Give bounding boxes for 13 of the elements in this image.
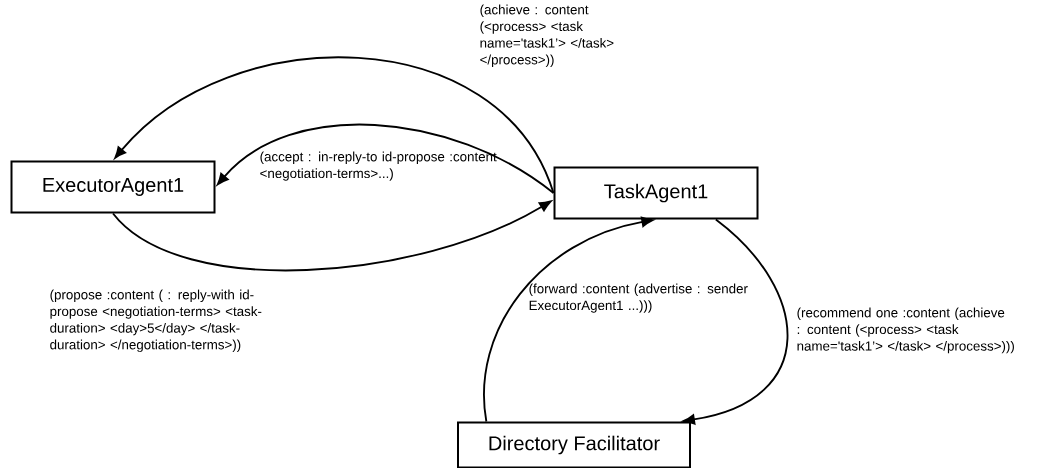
edge-label: (recommend one :content (achieve : content (<process> <task name='task1’> </task> </process>))) — [797, 307, 1014, 354]
arrow — [483, 216, 654, 423]
arrow — [216, 124, 555, 194]
agent-box: TaskAgent1 — [553, 166, 759, 220]
agent-box: Directory Facilitator — [457, 421, 691, 468]
arrow — [114, 56, 555, 194]
arrow — [682, 218, 789, 425]
edge-label: (accept : in-reply-to id-propose :content <negotiation-terms>...) — [260, 151, 497, 181]
agent-box: ExecutorAgent1 — [10, 160, 216, 214]
edge-label: (achieve : content (<process> <task name='task1’> </task> </process>)) — [480, 4, 614, 67]
arrow — [112, 200, 552, 271]
edge-label: (forward :content (advertise : sender ExecutorAgent1 ...))) — [529, 283, 748, 313]
edge-label: (propose :content ( : reply-with id-propose <negotiation-terms> <task-duration> <day>5</day> </task-duration> </negotiation-terms>)) — [50, 289, 262, 353]
